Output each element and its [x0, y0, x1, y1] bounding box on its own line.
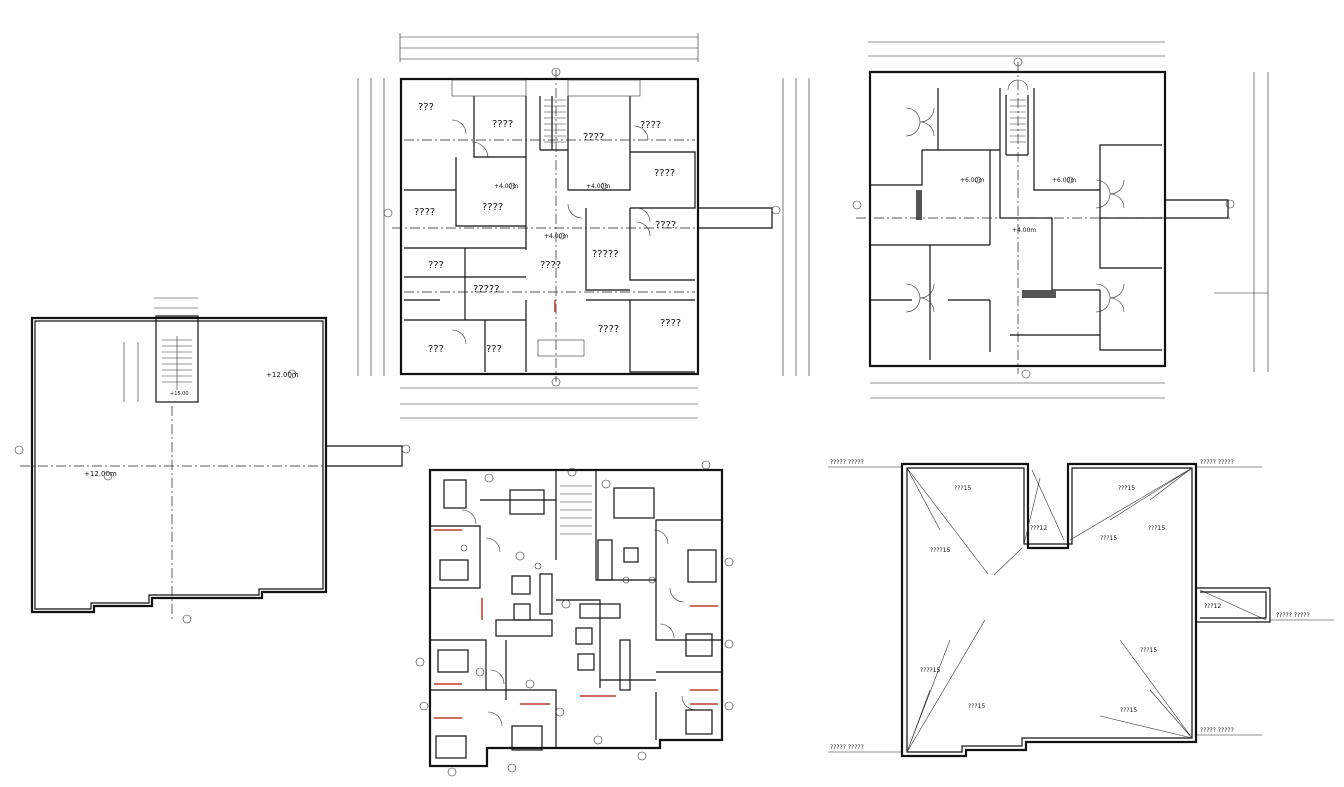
dimension-lines-top: [399, 33, 699, 62]
eave-label: ????? ?????: [830, 744, 864, 751]
room-label: ???: [418, 102, 434, 113]
room-label: ????: [660, 318, 681, 329]
dimension-lines-bottom: [400, 387, 698, 419]
eave-label: ????? ?????: [830, 459, 864, 466]
room-label: ????: [654, 168, 675, 179]
roof-slope-label: ???15: [1120, 707, 1137, 714]
terrace-plan-left: +12.00m +12.00m +15.00: [14, 297, 411, 624]
stair-core: [155, 315, 199, 403]
level-marker: +4.00m: [1012, 227, 1036, 234]
room-label: ????: [414, 207, 435, 218]
level-marker: +6.00m: [960, 177, 984, 184]
room-label: ???: [486, 344, 502, 355]
bridge-extension: [326, 445, 403, 467]
level-marker: +12.00m: [84, 470, 117, 478]
level-marker: +12.00m: [266, 371, 299, 379]
stair-treads: [162, 336, 192, 390]
balcony-hatch: [451, 79, 527, 97]
roof-slope-label: ???15: [968, 703, 985, 710]
interior-walls: [430, 470, 722, 748]
dimension-lines-right: [782, 78, 810, 376]
roof-plan-bottom-right: ???15 ???15 ???15 ???12 ???15 ????15 ???…: [828, 459, 1334, 758]
furniture-circle-markers: [415, 460, 734, 777]
axis-bubble: [551, 67, 561, 77]
room-label: ????: [583, 132, 604, 143]
eave-label: ????? ?????: [1200, 459, 1234, 466]
level-markers-terrace: +12.00m +12.00m +15.00: [84, 369, 299, 481]
axis-bubble: [383, 208, 393, 218]
axis-bubble: [771, 205, 781, 215]
room-label: ????: [640, 120, 661, 131]
outer-wall: [428, 468, 724, 768]
furniture-beds: [435, 479, 717, 759]
roof-slope-label: ???15: [1100, 535, 1117, 542]
roof-slope-label: ???12: [1030, 525, 1047, 532]
room-label: ???: [428, 344, 444, 355]
balcony-hatch: [537, 339, 585, 357]
terrace-outline: [30, 316, 328, 614]
outer-wall: [868, 70, 1167, 368]
roof-eave-labels: ????? ????? ????? ????? ????? ????? ????…: [830, 459, 1310, 751]
roof-outline: [900, 462, 1198, 758]
room-labels-plan1: ??? ???? ???? ???? ???? ???? ???? ???? ?…: [414, 102, 681, 355]
outer-wall: [399, 77, 700, 376]
bridge-extension: [698, 207, 773, 229]
room-label: ?????: [592, 249, 619, 260]
roof-slope-label: ???15: [1118, 485, 1135, 492]
eave-label: ????? ?????: [1200, 727, 1234, 734]
floor-plan-upper-right: +6.00m +6.00m +4.00m: [852, 41, 1269, 399]
level-marker: +4.00m: [494, 183, 518, 190]
bridge-extension: [1165, 199, 1229, 219]
level-marker: +4.00m: [544, 233, 568, 240]
roof-slope-label: ???12: [1204, 603, 1221, 610]
dimension-lines-left: [357, 78, 385, 376]
roof-slope-label: ????15: [930, 547, 951, 554]
stair-hatch: [916, 190, 922, 220]
roof-slope-label: ???15: [1140, 647, 1157, 654]
furnished-plan-bottom-middle: [415, 460, 734, 777]
roof-slope-label: ???15: [954, 485, 971, 492]
room-label: ?????: [473, 284, 500, 295]
room-label: ????: [598, 324, 619, 335]
room-label: ????: [482, 202, 503, 213]
room-label: ???: [428, 260, 444, 271]
room-label: ????: [492, 119, 513, 130]
level-markers-plan1: +4.00m +4.00m +4.00m: [494, 182, 610, 240]
roof-ridge-lines: [906, 467, 1267, 753]
axis-bubble: [551, 377, 561, 387]
level-markers-plan2: +6.00m +6.00m +4.00m: [960, 176, 1076, 234]
interior-walls: [870, 79, 1162, 360]
level-marker: +4.00m: [586, 183, 610, 190]
roof-slope-label: ???15: [1148, 525, 1165, 532]
roof-slope-label: ????15: [920, 667, 941, 674]
room-label: ????: [655, 220, 676, 231]
level-marker: +15.00: [170, 391, 189, 397]
interior-walls: [404, 96, 696, 373]
roof-slope-labels: ???15 ???15 ???15 ???12 ???15 ????15 ???…: [920, 485, 1221, 714]
eave-label: ????? ?????: [1276, 612, 1310, 619]
room-label: ????: [540, 260, 561, 271]
level-marker: +6.00m: [1052, 177, 1076, 184]
furniture-living: [495, 487, 655, 691]
stair-hatch: [1022, 290, 1056, 298]
kitchen-counters-red: [434, 529, 718, 719]
balcony-hatch: [567, 79, 641, 97]
floor-plan-upper-middle: ??? ???? ???? ???? ???? ???? ???? ???? ?…: [357, 33, 810, 419]
